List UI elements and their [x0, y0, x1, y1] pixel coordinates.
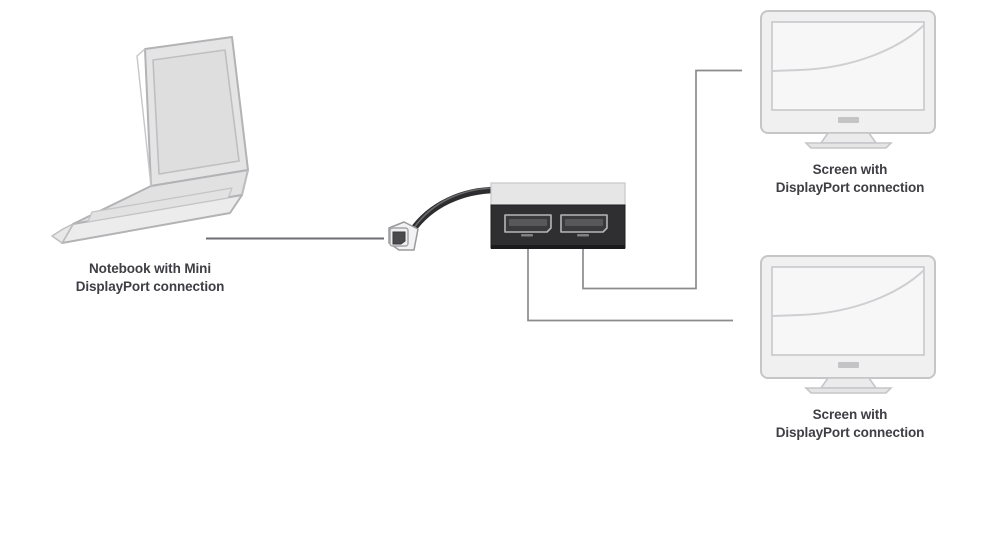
notebook-base-right-edge — [241, 169, 249, 196]
monitor-stand-base — [804, 142, 893, 149]
displayport-socket-icon[interactable] — [504, 214, 552, 237]
notebook-left-edge — [51, 223, 74, 244]
monitor-screen — [771, 21, 925, 111]
displayport-socket-icon[interactable] — [560, 214, 608, 237]
monitor-stand-neck — [819, 377, 878, 389]
line-hub-to-screen-top — [582, 69, 742, 290]
monitor-stand-base — [804, 387, 893, 394]
hub-bottom-edge — [491, 245, 625, 249]
monitor-screen — [771, 266, 925, 356]
monitor-brand-mark — [838, 362, 859, 368]
monitor-screen-swoosh — [771, 269, 925, 317]
notebook-screen — [152, 49, 240, 175]
notebook-label: Notebook with Mini DisplayPort connectio… — [75, 261, 225, 295]
monitor-screen-swoosh — [771, 24, 925, 72]
mini-displayport-cable-highlight — [413, 187, 498, 229]
mini-displayport-plug-icon — [388, 221, 419, 251]
monitor-brand-mark — [838, 117, 859, 123]
screen-bottom-label: Screen with DisplayPort connection — [775, 407, 925, 441]
notebook-lid-back-edge — [136, 48, 152, 187]
line-hub-to-screen-bottom — [527, 249, 733, 322]
screen-top-label: Screen with DisplayPort connection — [775, 162, 925, 196]
notebook-keyboard-plate — [87, 187, 233, 223]
